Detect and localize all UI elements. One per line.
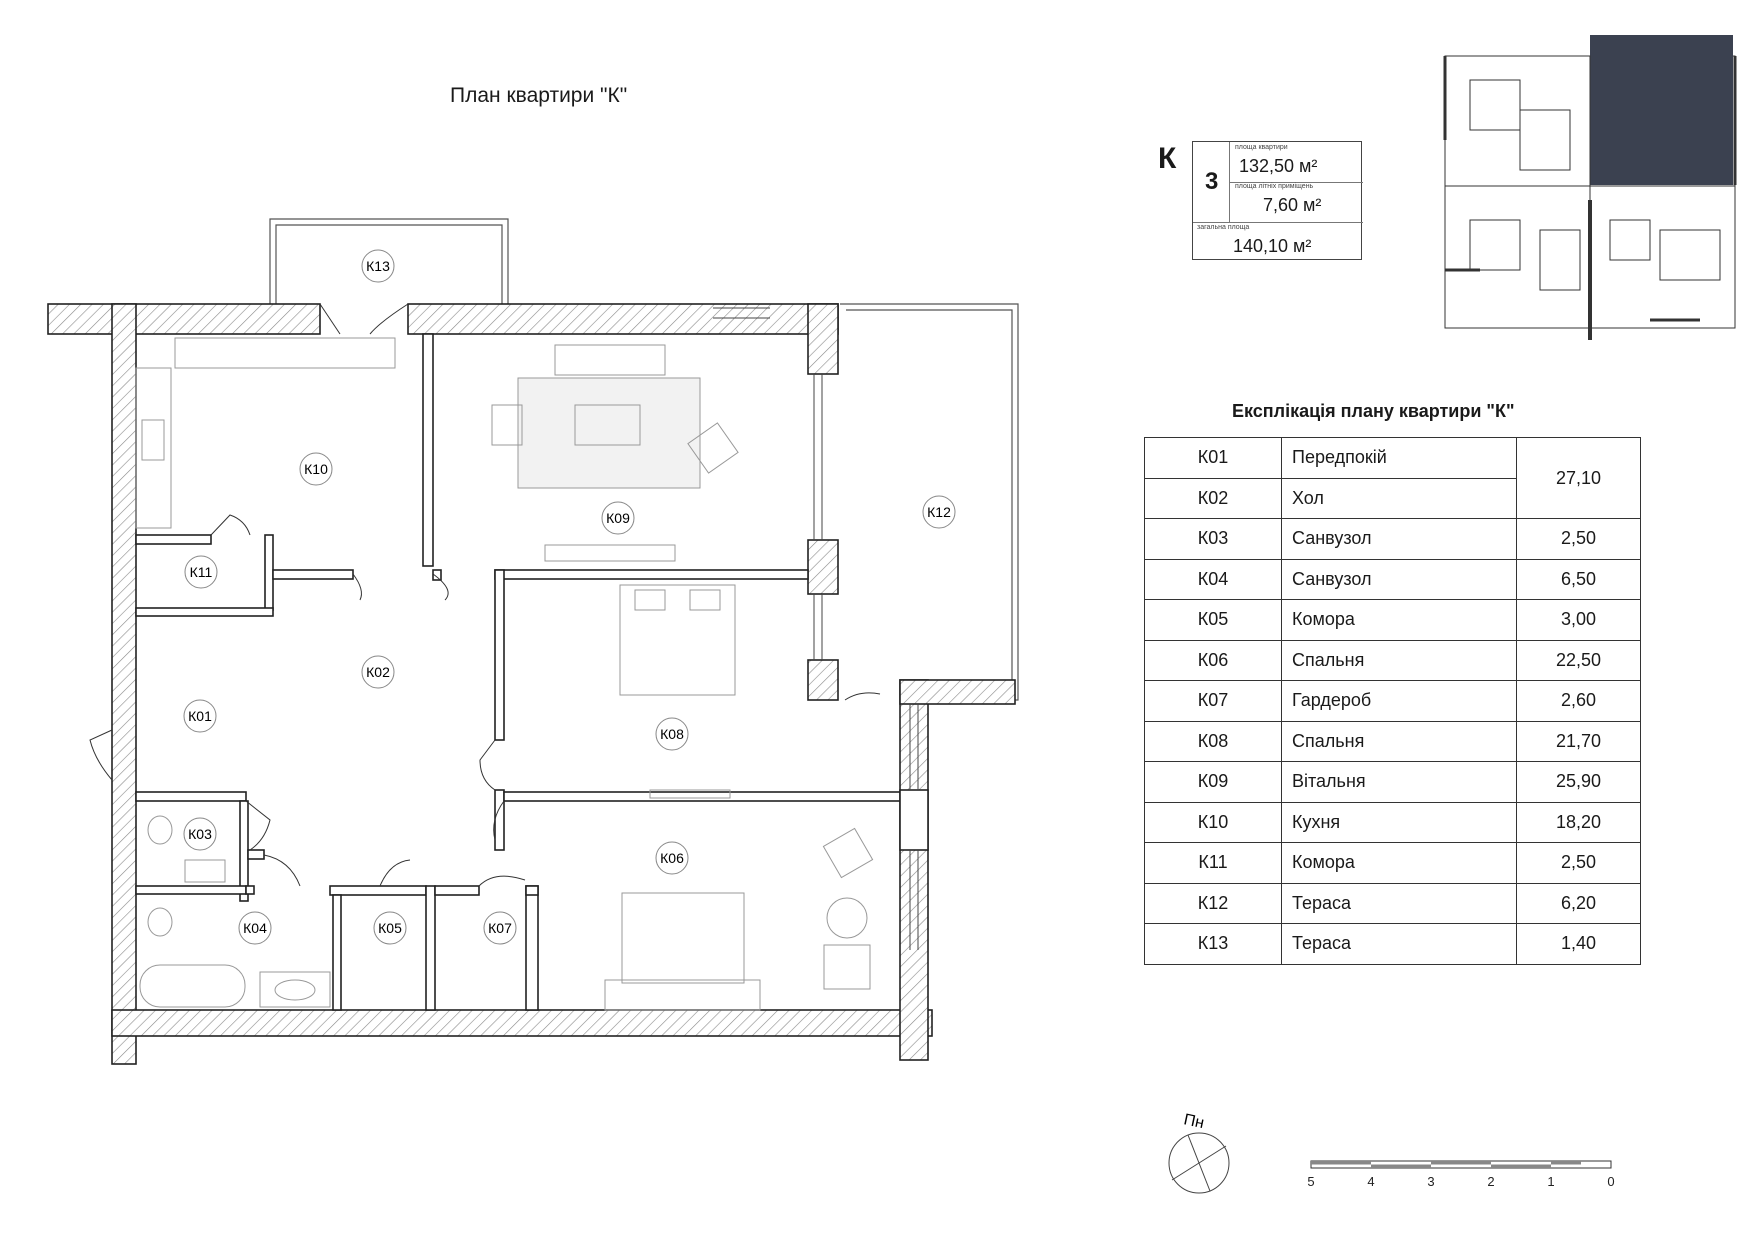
room-code: К07 (1144, 680, 1282, 722)
table-row: К05 Комора 3,00 (1144, 599, 1641, 641)
north-label: Пн (1182, 1111, 1205, 1132)
svg-text:К11: К11 (190, 564, 213, 580)
svg-text:К03: К03 (188, 826, 212, 842)
room-name: Комора (1281, 599, 1517, 641)
scale-tick: 5 (1307, 1174, 1314, 1189)
room-label-k10: К10 (299, 452, 333, 486)
table-row: К12 Тераса 6,20 (1144, 882, 1641, 924)
scale-tick: 2 (1487, 1174, 1494, 1189)
room-code: К10 (1144, 801, 1282, 843)
room-label-k13: К13 (361, 249, 395, 283)
door-swings (89, 303, 881, 887)
auxiliary-area-label: площа літніх приміщень (1235, 183, 1314, 190)
room-code: К09 (1144, 761, 1282, 803)
room-label-k03: К03 (183, 817, 217, 851)
scale-tick: 0 (1607, 1174, 1614, 1189)
svg-text:К12: К12 (927, 504, 951, 520)
table-row: К04 Санвузол 6,50 (1144, 558, 1641, 600)
interior-walls (135, 333, 929, 1011)
svg-text:К10: К10 (304, 461, 328, 477)
key-plan (1443, 35, 1737, 340)
explication-table: К01 Передпокій 27,10 К02 Хол К03 Санвузо… (1144, 437, 1641, 965)
svg-text:К09: К09 (606, 510, 630, 526)
table-row: К02 Хол (1144, 477, 1641, 519)
room-code: К12 (1144, 882, 1282, 924)
room-area: 2,50 (1516, 842, 1641, 884)
room-area: 27,10 (1516, 437, 1641, 519)
svg-text:К08: К08 (660, 726, 684, 742)
room-label-k09: К09 (601, 501, 635, 535)
room-label-k08: К08 (655, 717, 689, 751)
svg-text:К13: К13 (366, 258, 390, 274)
room-area: 2,50 (1516, 518, 1641, 560)
room-code: К06 (1144, 639, 1282, 681)
room-code: К08 (1144, 720, 1282, 762)
room-name: Санвузол (1281, 518, 1517, 560)
room-code: К05 (1144, 599, 1282, 641)
north-arrow: Пн (1168, 1111, 1230, 1194)
svg-text:К06: К06 (660, 850, 684, 866)
scale-tick: 4 (1367, 1174, 1374, 1189)
room-label-k02: К02 (361, 655, 395, 689)
room-area: 6,50 (1516, 558, 1641, 600)
svg-text:К05: К05 (378, 920, 402, 936)
room-name: Тераса (1281, 923, 1517, 965)
room-code: К02 (1144, 477, 1282, 519)
compass-icon (1168, 1132, 1230, 1194)
room-label-k11: К11 (184, 555, 218, 589)
room-label-k05: К05 (373, 911, 407, 945)
room-label-k07: К07 (483, 911, 517, 945)
room-label-k12: К12 (922, 495, 956, 529)
floor-number: 3 (1205, 168, 1219, 195)
area-info-box: 3 площа квартири 132,50 м² площа літніх … (1192, 141, 1363, 260)
auxiliary-area-value: 7,60 м² (1263, 195, 1322, 215)
furniture (135, 337, 874, 1011)
room-name: Санвузол (1281, 558, 1517, 600)
table-row: К07 Гардероб 2,60 (1144, 680, 1641, 722)
room-area: 25,90 (1516, 761, 1641, 803)
windows (713, 307, 919, 950)
table-row: К09 Вітальня 25,90 (1144, 761, 1641, 803)
room-label-k06: К06 (655, 841, 689, 875)
room-name: Спальня (1281, 639, 1517, 681)
table-row: К06 Спальня 22,50 (1144, 639, 1641, 681)
svg-text:К04: К04 (243, 920, 267, 936)
info-divider (1229, 182, 1363, 183)
room-area: 2,60 (1516, 680, 1641, 722)
scale-tick: 1 (1547, 1174, 1554, 1189)
room-label-k04: К04 (238, 911, 272, 945)
explication-title: Експлікація плану квартири "К" (1232, 401, 1515, 421)
apartment-area-label: площа квартири (1235, 144, 1288, 151)
apartment-letter: К (1158, 142, 1177, 175)
table-row: К01 Передпокій 27,10 (1144, 437, 1641, 519)
room-code: К13 (1144, 923, 1282, 965)
room-name: Хол (1281, 477, 1517, 519)
page-title: План квартири "К" (450, 84, 628, 107)
terrace-k13 (269, 218, 509, 304)
table-row: К13 Тераса 1,40 (1144, 923, 1641, 965)
scale-bar: 5 4 3 2 1 0 (1307, 1160, 1615, 1189)
svg-text:К02: К02 (366, 664, 390, 680)
exterior-walls (47, 303, 1016, 1065)
room-labels: К01 К02 К03 К04 К05 К06 К07 К08 К09 К10 … (183, 249, 956, 945)
room-name: Вітальня (1281, 761, 1517, 803)
room-code: К01 (1144, 437, 1282, 479)
table-row: К03 Санвузол 2,50 (1144, 518, 1641, 560)
total-area-value: 140,10 м² (1233, 236, 1312, 256)
room-area: 18,20 (1516, 801, 1641, 843)
total-area-label: загальна площа (1197, 224, 1250, 231)
scale-tick: 3 (1427, 1174, 1434, 1189)
svg-text:К07: К07 (488, 920, 512, 936)
room-label-k01: К01 (183, 699, 217, 733)
info-divider (1193, 222, 1363, 223)
room-code: К04 (1144, 558, 1282, 600)
room-area: 3,00 (1516, 599, 1641, 641)
svg-text:К01: К01 (188, 708, 212, 724)
apartment-area-value: 132,50 м² (1239, 156, 1318, 176)
room-area: 1,40 (1516, 923, 1641, 965)
